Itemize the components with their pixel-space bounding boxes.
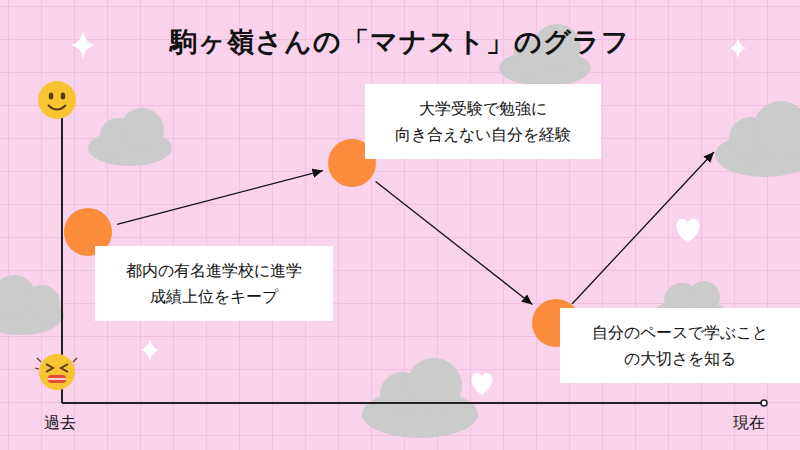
axis-label: 現在 xyxy=(733,413,765,434)
event-box: 都内の有名進学校に進学 成績上位をキープ xyxy=(95,246,333,321)
chart-title: 駒ヶ嶺さんの「マナスト」のグラフ xyxy=(0,24,800,60)
axis-end xyxy=(761,400,767,406)
event-text: 自分のペースで学ぶこと の大切さを知る xyxy=(572,320,788,371)
happy-face xyxy=(38,81,76,119)
connector-arrow xyxy=(117,171,323,225)
event-text: 大学受験で勉強に 向き合えない自分を経験 xyxy=(379,96,587,147)
connector-arrow xyxy=(376,182,533,305)
event-text: 都内の有名進学校に進学 成績上位をキープ xyxy=(111,258,317,309)
clouds xyxy=(0,24,800,438)
event-box: 自分のペースで学ぶこと の大切さを知る xyxy=(560,308,800,383)
trend-arrow xyxy=(572,152,714,304)
distressed-face xyxy=(35,354,77,390)
axis-label: 過去 xyxy=(44,413,76,434)
event-box: 大学受験で勉強に 向き合えない自分を経験 xyxy=(365,84,601,159)
